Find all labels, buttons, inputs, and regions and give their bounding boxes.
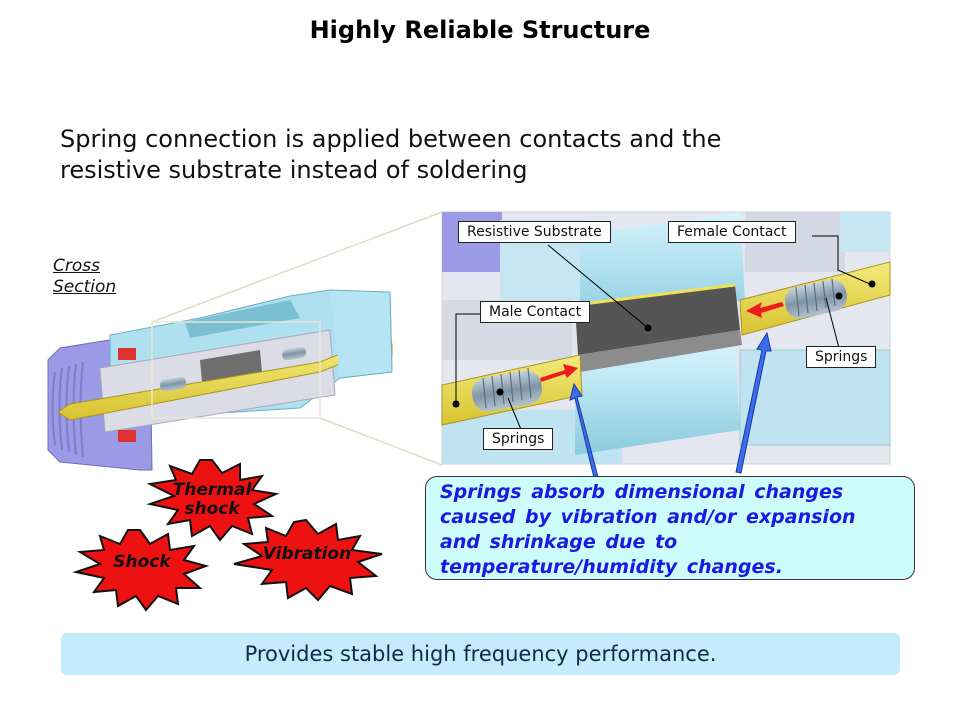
burst-shock: Shock: [72, 529, 210, 612]
connector-cross-section: [47, 289, 393, 471]
subtitle-line-2: resistive substrate instead of soldering: [60, 156, 528, 184]
starburst-shape: [72, 529, 210, 612]
red-arrow-left: [746, 302, 784, 318]
subtitle-line-1: Spring connection is applied between con…: [60, 125, 722, 153]
callout-springs-right: Springs: [806, 346, 877, 368]
cross-section-line-1: Cross: [53, 256, 100, 276]
info-callout-box: Springs absorb dimensional changes cause…: [425, 476, 915, 580]
callout-female-contact: Female Contact: [668, 221, 796, 243]
callout-springs-left: Springs: [483, 428, 554, 450]
burst-label-shock-word: shock: [184, 499, 241, 519]
burst-thermal-shock: Thermal shock: [146, 459, 280, 542]
footer-banner: Provides stable high frequency performan…: [61, 633, 900, 675]
info-line-1: Springs absorb dimensional changes: [440, 481, 844, 503]
burst-label-shock: Shock: [113, 552, 172, 572]
zoom-projection-lines: [151, 211, 443, 466]
starburst-shape: [146, 459, 280, 542]
slide-subtitle: Spring connection is applied between con…: [60, 124, 860, 186]
blue-pointer-arrows: [569, 331, 772, 479]
cross-section-line-2: Section: [53, 277, 117, 297]
callout-resistive-substrate: Resistive Substrate: [458, 221, 611, 243]
info-line-2: caused by vibration and/or expansion: [440, 506, 856, 528]
blue-arrow-right: [735, 331, 772, 474]
starburst-shape: [233, 518, 383, 602]
red-arrow-right: [540, 364, 578, 382]
info-line-3: and shrinkage due to: [440, 531, 678, 553]
callout-male-contact: Male Contact: [480, 301, 591, 323]
burst-label-thermal: Thermal: [173, 480, 253, 500]
slide-title: Highly Reliable Structure: [309, 16, 651, 44]
burst-label-vibration: Vibration: [263, 544, 351, 564]
cross-section-label: Cross Section: [53, 256, 116, 298]
burst-vibration: Vibration: [233, 518, 383, 602]
zoomed-detail-panel: [441, 211, 891, 465]
blue-arrow-left: [569, 382, 599, 479]
info-line-4: temperature/humidity changes.: [440, 556, 783, 578]
